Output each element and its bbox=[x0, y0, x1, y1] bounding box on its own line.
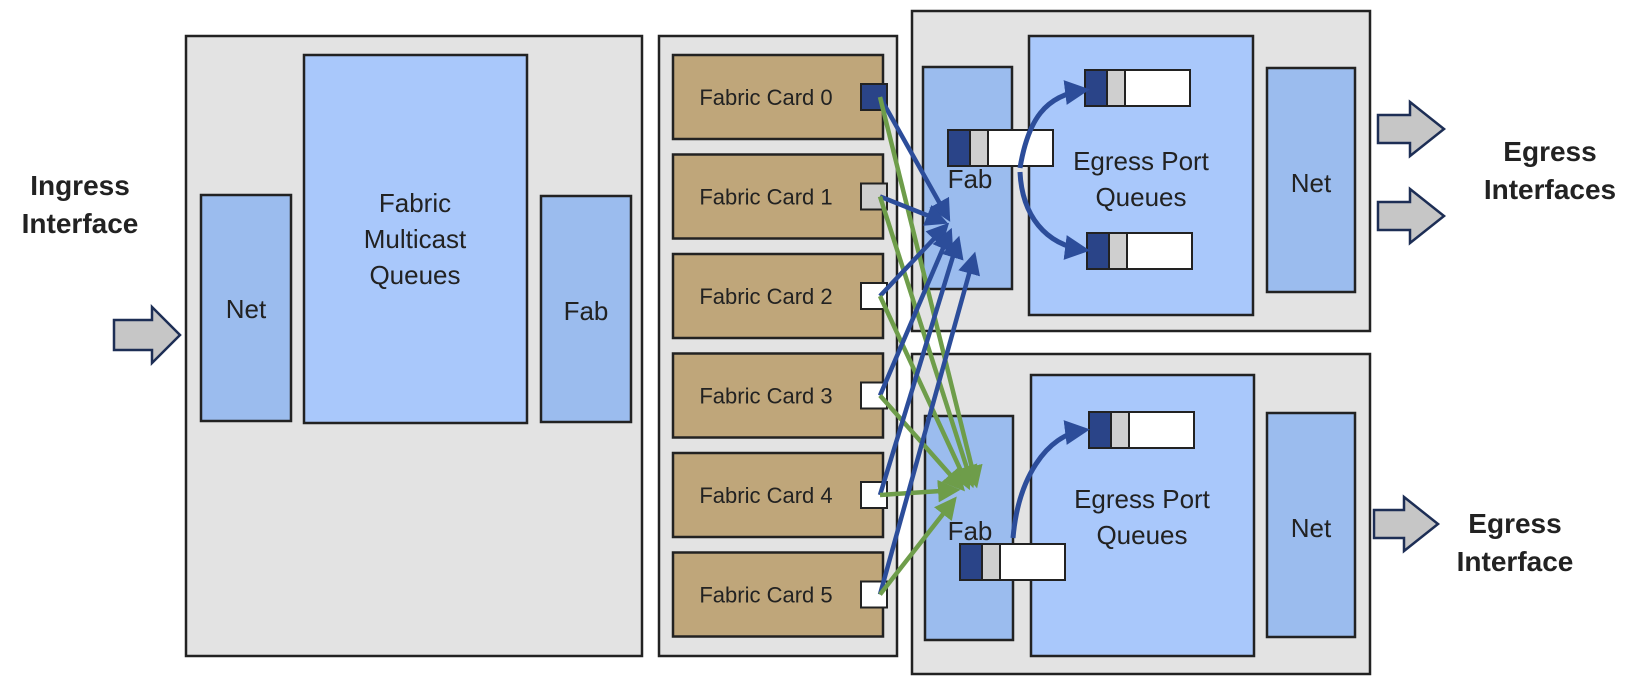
ingress-net-block bbox=[199, 193, 293, 423]
egress-arrow-bottom-icon bbox=[1372, 494, 1441, 554]
bottom-epq-label-line1: Egress Port bbox=[1074, 484, 1211, 514]
egress-interface-label-line1: Egress bbox=[1468, 508, 1561, 539]
ingress-interface-label: Ingress Interface bbox=[22, 170, 139, 239]
ingress-fab-label: Fab bbox=[564, 296, 609, 326]
ingress-label-line1: Ingress bbox=[30, 170, 130, 201]
fabric-card-0-label: Fabric Card 0 bbox=[699, 85, 832, 110]
top-net-block bbox=[1265, 66, 1357, 294]
fabric-card-4 bbox=[671, 451, 885, 539]
top-port-queue-2 bbox=[1086, 232, 1193, 270]
bottom-net-label: Net bbox=[1291, 513, 1332, 543]
bottom-fab-label: Fab bbox=[948, 516, 993, 546]
top-net-label: Net bbox=[1291, 168, 1332, 198]
fabric-paths-group bbox=[877, 95, 983, 596]
top-fab-queue bbox=[947, 129, 1054, 167]
fabric-card-1-label: Fabric Card 1 bbox=[699, 185, 832, 210]
blue-path-card-0 bbox=[878, 95, 951, 222]
green-path-card-0 bbox=[877, 96, 983, 489]
blue-path-card-5 bbox=[877, 251, 981, 596]
egress-interface-label-line2: Interface bbox=[1457, 546, 1574, 577]
green-path-card-4 bbox=[879, 479, 961, 503]
top-port-queue-1 bbox=[1084, 69, 1191, 107]
egress-interfaces-label-line2: Interfaces bbox=[1484, 174, 1616, 205]
replication-curve-down-arrow bbox=[1017, 171, 1090, 260]
egress-arrow-top-2-icon bbox=[1376, 186, 1447, 246]
blue-path-card-4 bbox=[877, 235, 964, 496]
fabric-card-0-port bbox=[860, 83, 888, 111]
egress-arrow-top-1-icon bbox=[1376, 99, 1447, 159]
bottom-net-block bbox=[1265, 411, 1357, 639]
top-fab-label: Fab bbox=[948, 164, 993, 194]
blue-path-card-3 bbox=[877, 227, 954, 397]
ingress-arrow-icon bbox=[112, 303, 182, 367]
ingress-net-label: Net bbox=[226, 294, 267, 324]
fabric-card-1 bbox=[671, 153, 885, 240]
replication-curve-bottom-arrow bbox=[1010, 420, 1090, 539]
fabric-card-4-label: Fabric Card 4 bbox=[699, 483, 832, 508]
fabric-card-0 bbox=[671, 53, 885, 141]
fmq-label-line2: Multicast bbox=[364, 224, 467, 254]
fmq-label-line1: Fabric bbox=[379, 188, 451, 218]
bottom-port-queue bbox=[1088, 411, 1195, 449]
fabric-multicast-queues-block bbox=[302, 53, 529, 425]
fabric-card-3-label: Fabric Card 3 bbox=[699, 384, 832, 409]
egress-interfaces-label-line1: Egress bbox=[1503, 136, 1596, 167]
fabric-card-2 bbox=[671, 252, 885, 340]
replication-curve-up-arrow bbox=[1017, 80, 1090, 169]
green-path-card-5 bbox=[878, 496, 957, 596]
fabric-card-5-label: Fabric Card 5 bbox=[699, 583, 832, 608]
ingress-label-line2: Interface bbox=[22, 208, 139, 239]
bottom-epq-label-line2: Queues bbox=[1096, 520, 1187, 550]
blue-path-card-1 bbox=[879, 194, 949, 226]
top-epq-label-line1: Egress Port bbox=[1073, 146, 1210, 176]
fabric-card-2-label: Fabric Card 2 bbox=[699, 284, 832, 309]
bottom-fab-queue bbox=[959, 543, 1066, 581]
ingress-fab-block bbox=[539, 194, 633, 424]
top-epq-label-line2: Queues bbox=[1095, 182, 1186, 212]
green-path-card-2 bbox=[877, 295, 971, 491]
fmq-label-line3: Queues bbox=[369, 260, 460, 290]
